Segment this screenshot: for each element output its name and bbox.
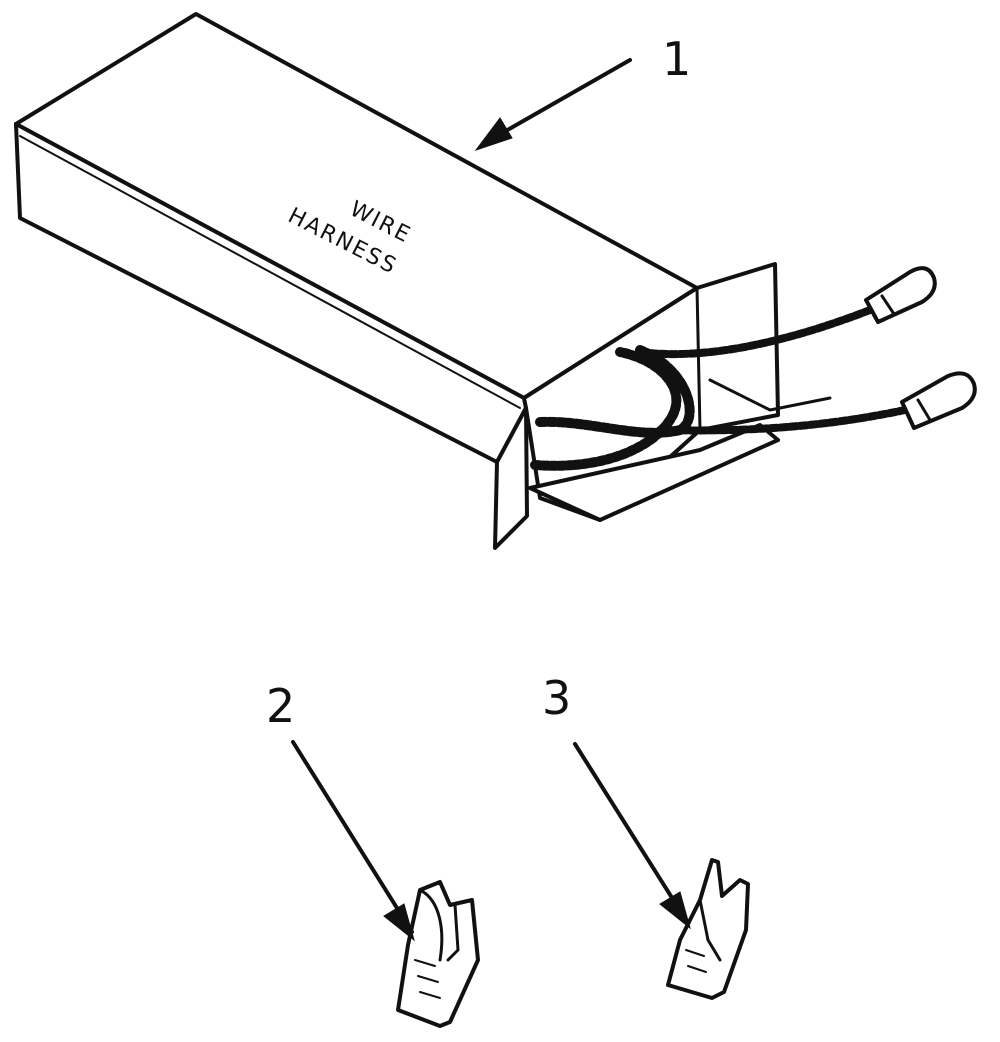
part-2-terminal — [396, 880, 480, 1028]
terminal-3-body — [666, 858, 750, 1000]
wire-lead-lower — [656, 406, 909, 435]
callout-1-arrowhead — [474, 117, 513, 151]
box-edge-line — [19, 135, 521, 409]
box-bottom-flap — [528, 423, 780, 522]
wire-loop-lower — [530, 347, 682, 471]
callout-1-number: 1 — [662, 32, 691, 86]
terminal-2-slot — [446, 903, 460, 962]
callout-2-leader — [291, 740, 414, 934]
callout-3-leader — [573, 742, 688, 922]
part-3-terminal — [666, 858, 750, 1000]
wire-harness-box: WIRE HARNESS — [14, 12, 977, 550]
wire-terminal-upper — [864, 266, 937, 324]
callout-1-leader — [488, 58, 632, 142]
terminal-3-ridges — [685, 949, 707, 973]
terminal-2-body — [396, 880, 480, 1028]
box-inner-flap-line-2 — [708, 378, 832, 412]
callout-2: 2 — [266, 679, 415, 942]
wire-terminal-lower — [900, 371, 977, 430]
terminal-2-curl — [418, 888, 444, 962]
callout-2-number: 2 — [266, 679, 295, 733]
terminal-3-fold — [698, 898, 722, 962]
terminal-2-ridges — [414, 959, 441, 999]
wire-lead-upper — [636, 306, 874, 359]
callout-2-arrowhead — [383, 903, 415, 942]
callout-3-arrowhead — [659, 891, 691, 930]
callout-3-number: 3 — [542, 671, 571, 725]
harness-wires — [530, 306, 909, 471]
box-front-flap — [493, 406, 529, 550]
callout-3: 3 — [542, 671, 691, 930]
box-inner-flap-line — [695, 286, 702, 432]
callout-1: 1 — [474, 32, 691, 151]
